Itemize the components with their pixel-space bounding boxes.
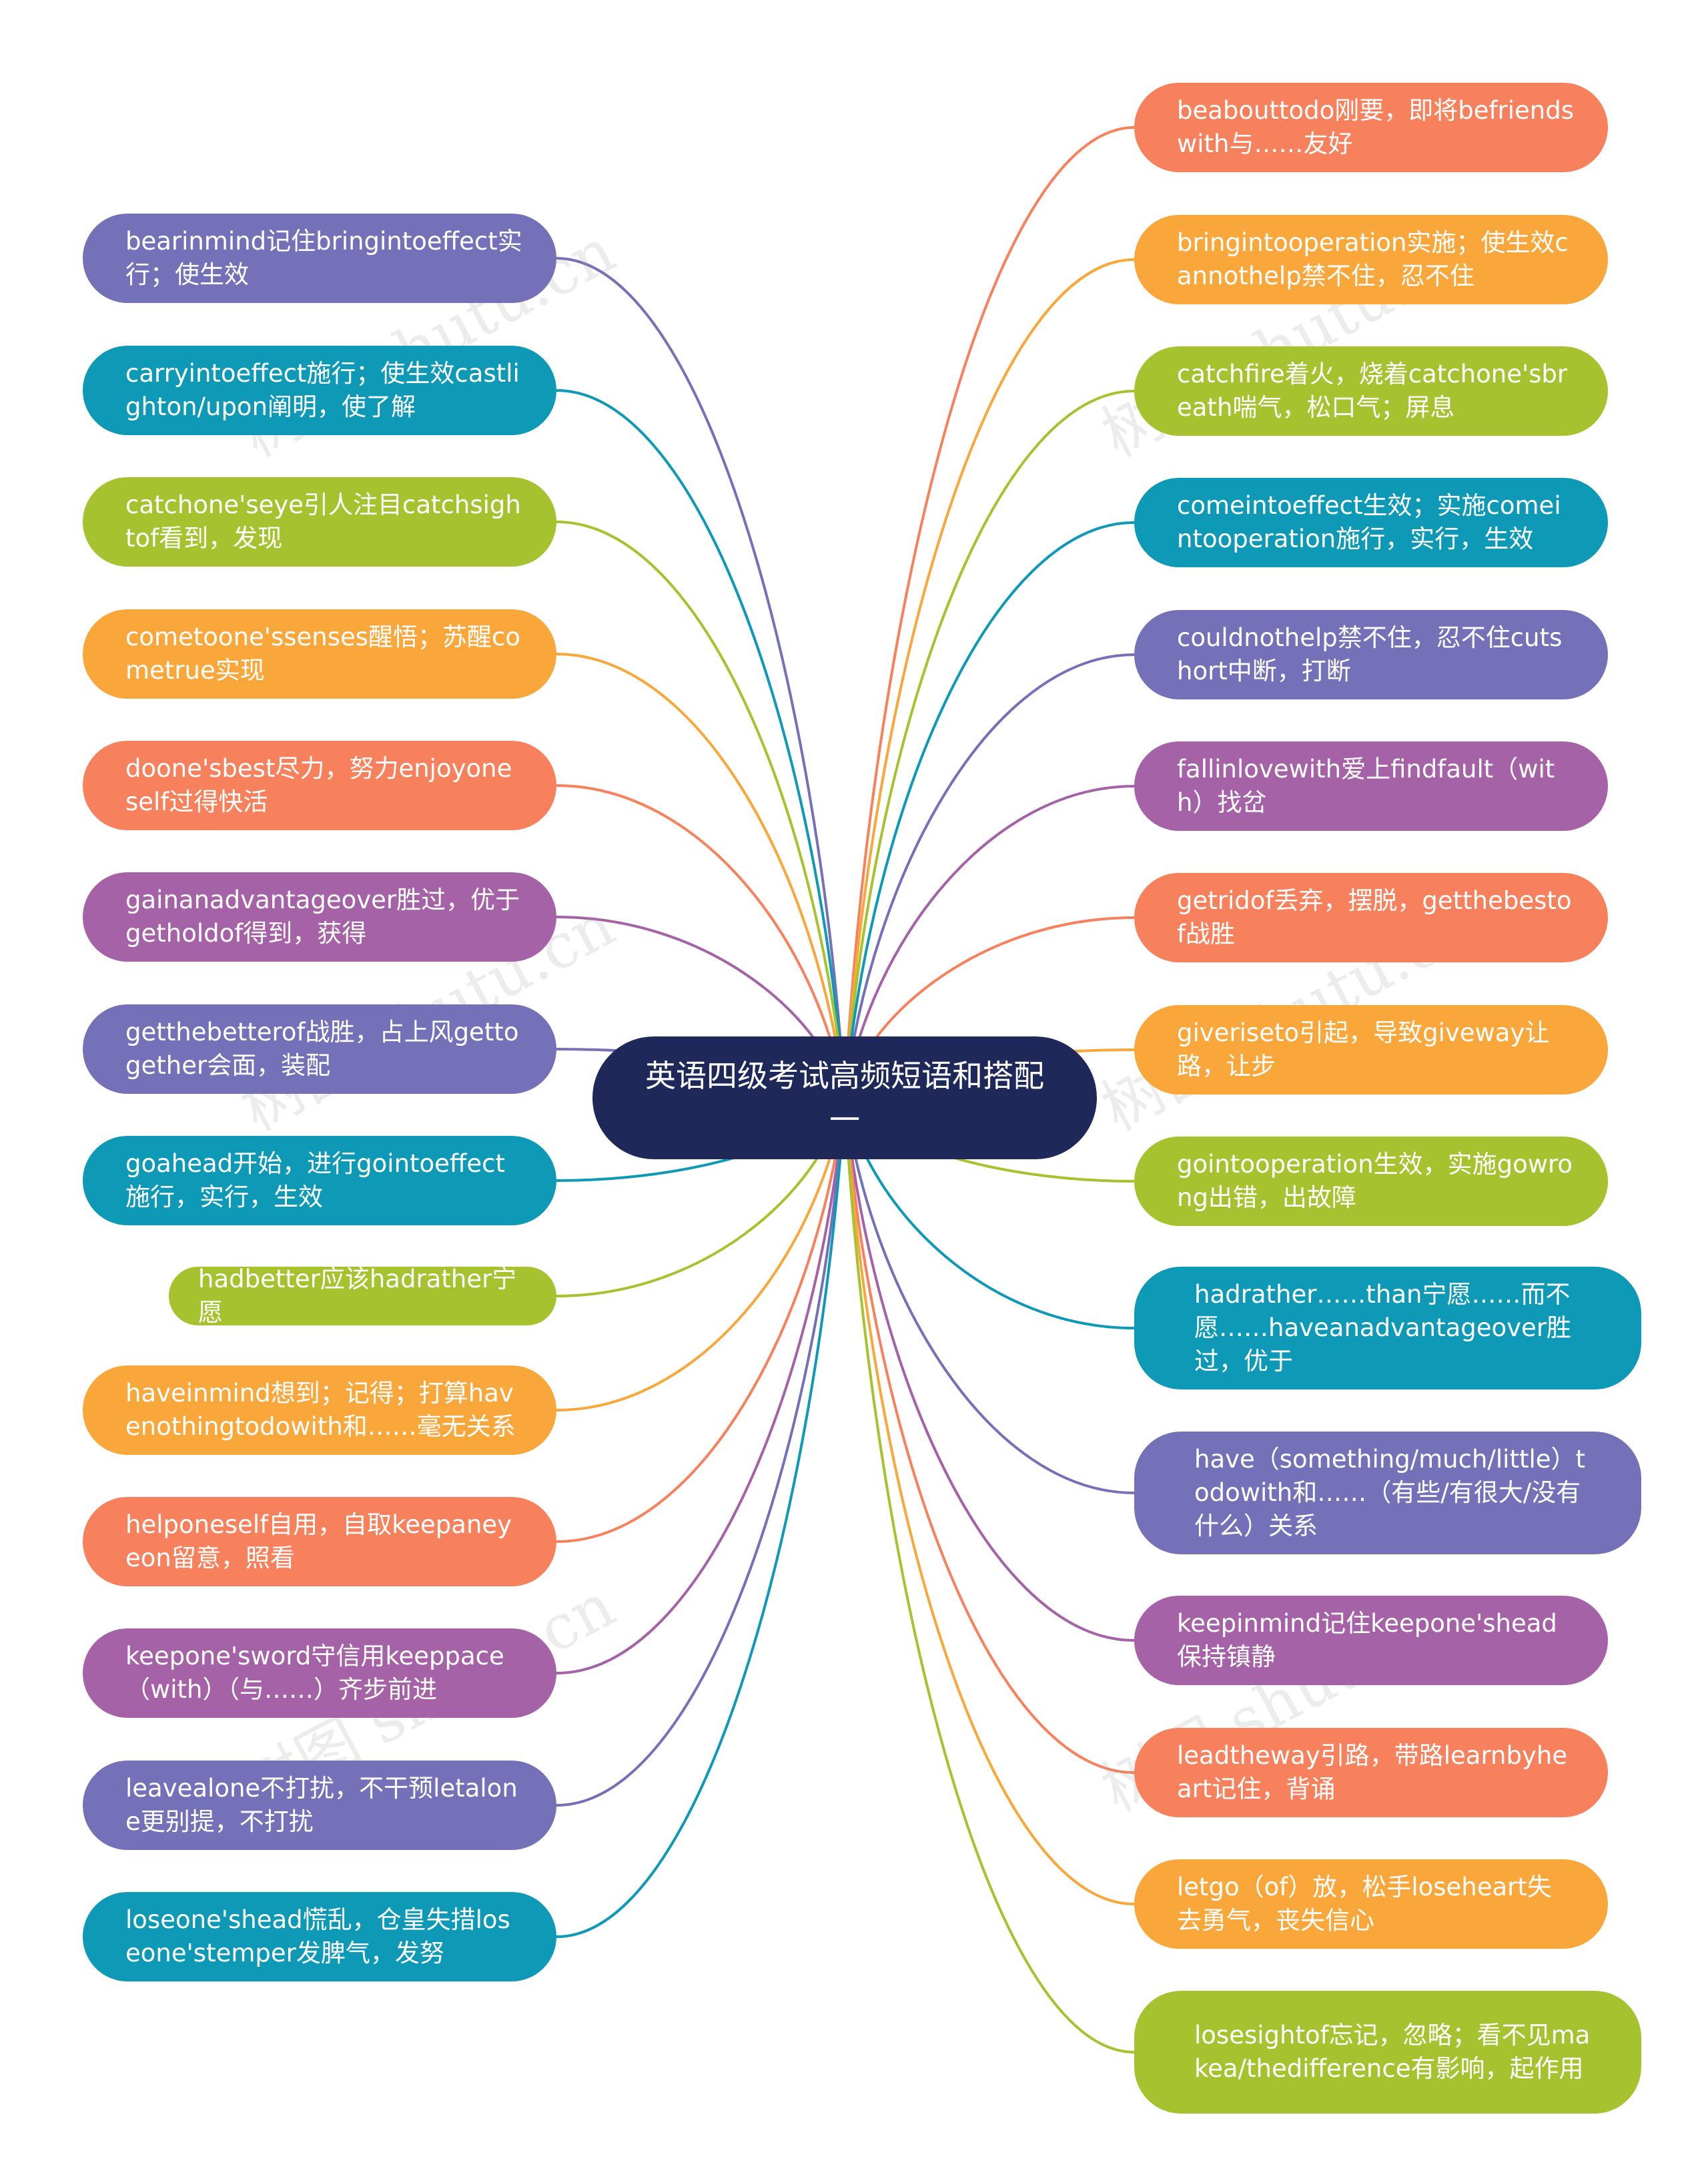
- node-label: doone'sbest尽力，努力enjoyoneself过得快活: [125, 754, 512, 816]
- connector-line: [843, 258, 1135, 1099]
- left-node[interactable]: carryintoeffect施行；使生效castlighton/upon阐明，…: [83, 346, 556, 435]
- left-node[interactable]: keepone'sword守信用keeppace（with）（与……）齐步前进: [83, 1628, 556, 1718]
- connector-line: [843, 653, 1135, 1099]
- connector-line: [843, 1097, 1135, 1494]
- node-label: have（something/much/little）todowith和……（有…: [1194, 1445, 1586, 1540]
- right-node[interactable]: hadrather……than宁愿……而不愿……haveanadvantageo…: [1134, 1267, 1641, 1389]
- connector-line: [556, 1097, 846, 1938]
- connector-line: [556, 1097, 846, 1807]
- node-label: haveinmind想到；记得；打算havenothingtodowith和………: [125, 1379, 516, 1441]
- connector-line: [843, 1097, 1135, 1905]
- right-node[interactable]: bringintooperation实施；使生效cannothelp禁不住，忍不…: [1134, 215, 1608, 304]
- right-node[interactable]: couldnothelp禁不住，忍不住cutshort中断，打断: [1134, 610, 1608, 699]
- connector-line: [843, 390, 1135, 1099]
- root-title: 英语四级考试高频短语和搭配一: [645, 1058, 1044, 1138]
- connector-line: [843, 1097, 1135, 1642]
- connector-line: [556, 521, 846, 1099]
- connector-line: [843, 1097, 1135, 1774]
- left-node[interactable]: catchone'seye引人注目catchsightof看到，发现: [83, 477, 556, 567]
- node-label: getthebetterof战胜，占上风gettogether会面，装配: [125, 1018, 519, 1080]
- node-label: gainanadvantageover胜过，优于getholdof得到，获得: [125, 886, 520, 948]
- node-label: loseone'shead慌乱，仓皇失措loseone'stemper发脾气，发…: [125, 1905, 510, 1967]
- connector-line: [556, 1097, 846, 1412]
- node-label: keepinmind记住keepone'shead保持镇静: [1177, 1609, 1557, 1671]
- right-node[interactable]: beabouttodo刚要，即将befriendswith与……友好: [1134, 83, 1608, 172]
- left-node[interactable]: leavealone不打扰，不干预letalone更别提，不打扰: [83, 1761, 556, 1850]
- left-node[interactable]: getthebetterof战胜，占上风gettogether会面，装配: [83, 1004, 556, 1094]
- right-node[interactable]: losesightof忘记，忽略；看不见makea/thedifference有…: [1134, 1991, 1641, 2114]
- left-node[interactable]: doone'sbest尽力，努力enjoyoneself过得快活: [83, 741, 556, 830]
- left-node[interactable]: loseone'shead慌乱，仓皇失措loseone'stemper发脾气，发…: [83, 1892, 556, 1981]
- node-label: leavealone不打扰，不干预letalone更别提，不打扰: [125, 1774, 518, 1836]
- right-node[interactable]: keepinmind记住keepone'shead保持镇静: [1134, 1596, 1608, 1685]
- left-node[interactable]: bearinmind记住bringintoeffect实行；使生效: [83, 214, 556, 303]
- node-label: bearinmind记住bringintoeffect实行；使生效: [125, 227, 522, 289]
- node-label: helponeself自用，自取keepaneyeon留意，照看: [125, 1510, 512, 1572]
- left-node[interactable]: helponeself自用，自取keepaneyeon留意，照看: [83, 1497, 556, 1586]
- right-node[interactable]: giveriseto引起，导致giveway让路，让步: [1134, 1005, 1608, 1095]
- connector-line: [556, 784, 846, 1099]
- node-label: hadrather……than宁愿……而不愿……haveanadvantageo…: [1194, 1280, 1572, 1375]
- left-node[interactable]: gainanadvantageover胜过，优于getholdof得到，获得: [83, 872, 556, 962]
- node-label: bringintooperation实施；使生效cannothelp禁不住，忍不…: [1177, 228, 1569, 290]
- node-label: keepone'sword守信用keeppace（with）（与……）齐步前进: [125, 1642, 504, 1704]
- connector-line: [556, 1097, 846, 1543]
- connector-line: [556, 653, 846, 1099]
- connector-line: [843, 126, 1135, 1099]
- left-node[interactable]: hadbetter应该hadrather宁愿: [169, 1265, 556, 1327]
- left-node[interactable]: cometoone'ssenses醒悟；苏醒cometrue实现: [83, 609, 556, 699]
- node-label: giveriseto引起，导致giveway让路，让步: [1177, 1018, 1550, 1080]
- left-node[interactable]: haveinmind想到；记得；打算havenothingtodowith和………: [83, 1365, 556, 1455]
- right-node[interactable]: getridof丢弃，摆脱，getthebestof战胜: [1134, 873, 1608, 962]
- node-label: catchone'seye引人注目catchsightof看到，发现: [125, 491, 521, 553]
- node-label: beabouttodo刚要，即将befriendswith与……友好: [1177, 96, 1575, 158]
- connector-line: [556, 1097, 846, 1674]
- node-label: leadtheway引路，带路learnbyheart记住，背诵: [1177, 1741, 1568, 1803]
- right-node[interactable]: fallinlovewith爱上findfault（with）找岔: [1134, 741, 1608, 831]
- left-node[interactable]: goahead开始，进行gointoeffect施行，实行，生效: [83, 1136, 556, 1225]
- node-label: couldnothelp禁不住，忍不住cutshort中断，打断: [1177, 623, 1563, 685]
- connector-line: [843, 785, 1135, 1099]
- connector-line: [843, 521, 1135, 1099]
- connector-line: [556, 389, 846, 1099]
- connector-line: [843, 1097, 1135, 2054]
- node-label: getridof丢弃，摆脱，getthebestof战胜: [1177, 886, 1572, 948]
- node-label: carryintoeffect施行；使生效castlighton/upon阐明，…: [125, 359, 520, 421]
- right-node[interactable]: gointooperation生效，实施gowrong出错，出故障: [1134, 1137, 1608, 1226]
- node-label: comeintoeffect生效；实施comeintooperation施行，实…: [1177, 491, 1561, 553]
- right-node[interactable]: have（something/much/little）todowith和……（有…: [1134, 1432, 1641, 1554]
- node-label: catchfire着火，烧着catchone'sbreath喘气，松口气；屏息: [1177, 360, 1568, 422]
- node-label: goahead开始，进行gointoeffect施行，实行，生效: [125, 1149, 506, 1211]
- node-label: cometoone'ssenses醒悟；苏醒cometrue实现: [125, 623, 521, 685]
- root-topic[interactable]: 英语四级考试高频短语和搭配一: [592, 1036, 1097, 1159]
- connector-line: [556, 257, 846, 1099]
- node-label: losesightof忘记，忽略；看不见makea/thedifference有…: [1194, 2021, 1591, 2083]
- node-label: gointooperation生效，实施gowrong出错，出故障: [1177, 1150, 1573, 1212]
- right-node[interactable]: comeintoeffect生效；实施comeintooperation施行，实…: [1134, 478, 1608, 567]
- right-node[interactable]: letgo（of）放，松手loseheart失去勇气，丧失信心: [1134, 1859, 1608, 1949]
- node-label: letgo（of）放，松手loseheart失去勇气，丧失信心: [1177, 1873, 1552, 1935]
- right-node[interactable]: leadtheway引路，带路learnbyheart记住，背诵: [1134, 1728, 1608, 1817]
- right-node[interactable]: catchfire着火，烧着catchone'sbreath喘气，松口气；屏息: [1134, 346, 1608, 436]
- node-label: hadbetter应该hadrather宁愿: [198, 1265, 517, 1327]
- node-label: fallinlovewith爱上findfault（with）找岔: [1177, 755, 1555, 817]
